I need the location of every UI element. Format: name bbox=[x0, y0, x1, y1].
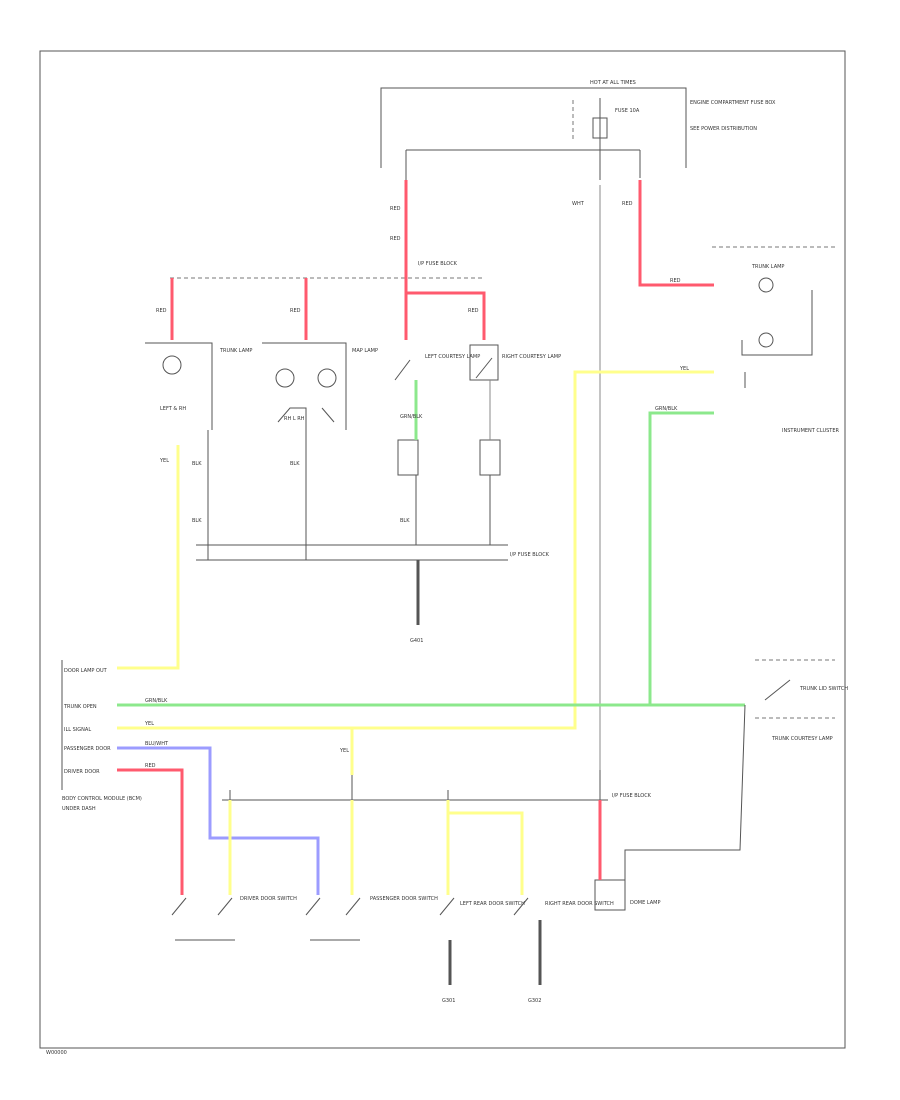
body-control-module: DOOR LAMP OUT TRUNK OPEN ILL SIGNAL PASS… bbox=[61, 660, 142, 812]
right-courtesy-switch: RIGHT COURTESY LAMP bbox=[469, 344, 561, 476]
trunk-lid-switch: TRUNK LID SWITCH TRUNK COURTESY LAMP DOM… bbox=[594, 659, 848, 911]
bcm-pin-5: DRIVER DOOR bbox=[64, 769, 100, 775]
bcm-pin-4: PASSENGER DOOR bbox=[64, 746, 111, 752]
bcm-pin-1: DOOR LAMP OUT bbox=[64, 668, 108, 674]
wire-label-red-4: RED bbox=[670, 278, 681, 284]
instrument-cluster: TRUNK LAMP INSTRUMENT CLUSTER bbox=[712, 246, 840, 434]
wire-label-red-7: RED bbox=[468, 308, 479, 314]
map-lamp-left-icon bbox=[275, 368, 295, 388]
right-rear-door-label: RIGHT REAR DOOR SWITCH bbox=[545, 901, 614, 907]
dome-lamp-icon bbox=[594, 879, 626, 911]
jb-lower-label: I/P FUSE BLOCK bbox=[612, 793, 652, 799]
cluster-label: INSTRUMENT CLUSTER bbox=[782, 428, 840, 434]
passenger-door-label: PASSENGER DOOR SWITCH bbox=[370, 896, 438, 902]
wire-label-red-3: RED bbox=[622, 201, 633, 207]
ground-right-label: G302 bbox=[528, 998, 541, 1004]
map-lamp: MAP LAMP RH L RH bbox=[262, 342, 378, 560]
wire-label-yel-3: YEL bbox=[144, 721, 154, 727]
bcm-pin-3: ILL SIGNAL bbox=[64, 727, 91, 733]
driver-door-switch: DRIVER DOOR SWITCH bbox=[171, 896, 297, 941]
fuse-label: FUSE 10A bbox=[615, 108, 640, 114]
wire-yellow-left bbox=[117, 445, 180, 670]
jb-bottom-label: I/P FUSE BLOCK bbox=[510, 552, 550, 558]
wire-label-red-2: RED bbox=[390, 236, 401, 242]
jb-top-label: I/P FUSE BLOCK bbox=[418, 261, 458, 267]
wire-label-grn-1: GRN/BLK bbox=[655, 406, 678, 412]
trunk-lamp-label: TRUNK LAMP bbox=[219, 348, 252, 354]
rear-door-switches: LEFT REAR DOOR SWITCH RIGHT REAR DOOR SW… bbox=[439, 897, 614, 1004]
trunk-lamp: TRUNK LAMP LEFT & RH bbox=[145, 342, 252, 430]
wire-label-red-1: RED bbox=[390, 206, 401, 212]
ground-bus-mid: I/P FUSE BLOCK G401 BLK BLK BLK BLK bbox=[192, 430, 550, 644]
wire-label-yel-4: YEL bbox=[339, 748, 349, 754]
warning-lamp-icon bbox=[758, 332, 774, 348]
wire-red-cluster bbox=[638, 180, 714, 287]
cluster-lamp-label: TRUNK LAMP bbox=[751, 264, 784, 270]
map-lamp-sub: RH L RH bbox=[284, 416, 305, 422]
diagram-frame bbox=[39, 50, 846, 1049]
wire-red-lower bbox=[117, 768, 184, 895]
wire-label-blk-3: BLK bbox=[192, 518, 202, 524]
ground-mid-label: G401 bbox=[410, 638, 423, 644]
wire-label-yel-2: YEL bbox=[159, 458, 169, 464]
trunk-lamp-sub: LEFT & RH bbox=[160, 406, 186, 412]
ground-left-label: G301 bbox=[442, 998, 455, 1004]
driver-door-label: DRIVER DOOR SWITCH bbox=[240, 896, 297, 902]
bcm-group: UNDER DASH bbox=[62, 806, 96, 812]
left-courtesy-label: LEFT COURTESY LAMP bbox=[425, 354, 480, 360]
dome-lamp-label: DOME LAMP bbox=[630, 900, 661, 906]
passenger-door-switch: PASSENGER DOOR SWITCH bbox=[305, 896, 438, 941]
wire-label-blk-1: BLK bbox=[192, 461, 202, 467]
wire-green-trunk bbox=[117, 411, 714, 707]
wire-label-red-6: RED bbox=[290, 308, 301, 314]
ip-fuse-bus-bottom: I/P FUSE BLOCK bbox=[222, 770, 652, 801]
left-courtesy-lamp-icon bbox=[397, 439, 419, 476]
wire-label-grn-2: GRN/BLK bbox=[145, 698, 168, 704]
right-courtesy-lamp-icon bbox=[479, 439, 501, 476]
right-courtesy-label: RIGHT COURTESY LAMP bbox=[502, 354, 561, 360]
trunk-courtesy-label: TRUNK COURTESY LAMP bbox=[771, 736, 833, 742]
bcm-name: BODY CONTROL MODULE (BCM) bbox=[62, 796, 142, 802]
wire-yellow-sw3 bbox=[446, 800, 524, 895]
corner-label: W00000 bbox=[46, 1050, 67, 1056]
fuse-box-label: ENGINE COMPARTMENT FUSE BOX bbox=[690, 100, 776, 106]
wire-label-red-8: RED bbox=[145, 763, 156, 769]
wire-red-drop-4 bbox=[406, 291, 486, 340]
trunk-lid-switch-label: TRUNK LID SWITCH bbox=[799, 686, 848, 692]
trunk-lamp-icon bbox=[162, 355, 182, 375]
wire-label-yel-1: YEL bbox=[679, 366, 689, 372]
fuse-desc-label: SEE POWER DISTRIBUTION bbox=[690, 126, 757, 132]
fuse-block-label: HOT AT ALL TIMES bbox=[590, 80, 636, 86]
fuse-block-top: HOT AT ALL TIMES FUSE 10A ENGINE COMPART… bbox=[380, 80, 776, 185]
wire-label-blk-2: BLK bbox=[290, 461, 300, 467]
map-lamp-right-icon bbox=[317, 368, 337, 388]
map-lamp-label: MAP LAMP bbox=[352, 348, 378, 354]
left-rear-door-label: LEFT REAR DOOR SWITCH bbox=[460, 901, 525, 907]
wire-label-grn-3: GRN/BLK bbox=[400, 414, 423, 420]
wire-blue bbox=[117, 746, 320, 895]
left-courtesy-switch: LEFT COURTESY LAMP bbox=[394, 354, 480, 476]
wire-label-blk-4: BLK bbox=[400, 518, 410, 524]
indicator-lamp-icon bbox=[758, 277, 774, 293]
bcm-pin-2: TRUNK OPEN bbox=[63, 704, 97, 710]
wire-label-red-5: RED bbox=[156, 308, 167, 314]
wire-label-blu: BLU/WHT bbox=[145, 741, 169, 747]
wire-yellow-ill bbox=[117, 370, 714, 730]
ip-fuse-bus-top: I/P FUSE BLOCK bbox=[170, 261, 484, 279]
wire-label-wht-1: WHT bbox=[572, 201, 585, 207]
